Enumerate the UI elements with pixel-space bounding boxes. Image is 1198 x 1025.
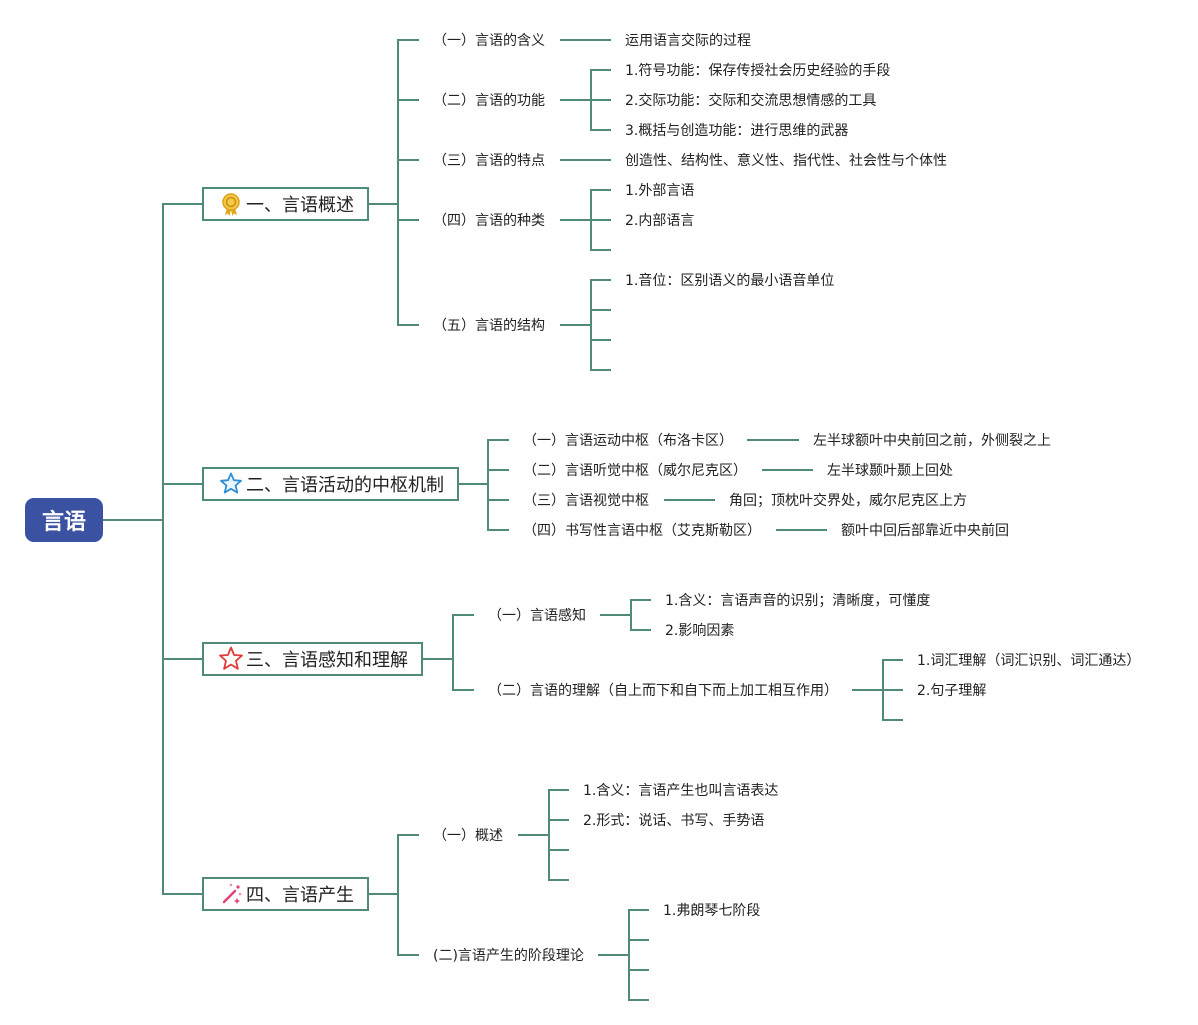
topic-label[interactable]: （三）言语视觉中枢 xyxy=(523,493,649,509)
topic-label[interactable]: （一）言语的含义 xyxy=(433,33,545,49)
leaf-label[interactable]: 创造性、结构性、意义性、指代性、社会性与个体性 xyxy=(625,153,947,169)
topic-label[interactable]: (二)言语产生的阶段理论 xyxy=(433,948,584,964)
leaf-label[interactable]: 左半球颞叶颞上回处 xyxy=(827,463,953,479)
leaf-label[interactable]: 额叶中回后部靠近中央前回 xyxy=(841,523,1009,539)
topic-label[interactable]: （四）言语的种类 xyxy=(433,213,545,229)
topic-label[interactable]: （一）言语感知 xyxy=(488,608,586,624)
section-node-4[interactable]: 四、言语产生 xyxy=(202,877,369,911)
topic-label[interactable]: （五）言语的结构 xyxy=(433,318,545,334)
leaf-label[interactable]: 1.含义：言语产生也叫言语表达 xyxy=(583,783,779,799)
leaf-label[interactable]: 1.外部言语 xyxy=(625,183,695,199)
topic-label[interactable]: （三）言语的特点 xyxy=(433,153,545,169)
section-title: 三、言语感知和理解 xyxy=(246,650,408,671)
section-title: 四、言语产生 xyxy=(246,885,354,906)
topic-label[interactable]: （一）言语运动中枢（布洛卡区） xyxy=(523,433,733,449)
topic-label[interactable]: （一）概述 xyxy=(433,828,503,844)
topic-label[interactable]: （二）言语的功能 xyxy=(433,93,545,109)
leaf-label[interactable]: 1.符号功能：保存传授社会历史经验的手段 xyxy=(625,63,891,79)
leaf-label[interactable]: 2.形式：说话、书写、手势语 xyxy=(583,813,765,829)
leaf-label[interactable]: 2.句子理解 xyxy=(917,683,987,699)
root-label: 言语 xyxy=(41,510,86,535)
magic-wand-icon xyxy=(218,881,244,907)
section-title: 一、言语概述 xyxy=(246,195,354,216)
leaf-label[interactable]: 1.含义：言语声音的识别；清晰度，可懂度 xyxy=(665,593,931,609)
medal-icon xyxy=(218,191,244,217)
section-node-3[interactable]: 三、言语感知和理解 xyxy=(202,642,423,676)
section-node-2[interactable]: 二、言语活动的中枢机制 xyxy=(202,467,459,501)
leaf-label[interactable]: 左半球额叶中央前回之前，外侧裂之上 xyxy=(813,433,1051,449)
section-title: 二、言语活动的中枢机制 xyxy=(246,475,444,496)
root-node[interactable]: 言语 xyxy=(25,498,103,542)
leaf-label[interactable]: 1.词汇理解（词汇识别、词汇通达） xyxy=(917,653,1141,669)
leaf-label[interactable]: 1.音位：区别语义的最小语音单位 xyxy=(625,273,835,289)
topic-label[interactable]: （四）书写性言语中枢（艾克斯勒区） xyxy=(523,523,761,539)
leaf-label[interactable]: 1.弗朗琴七阶段 xyxy=(663,903,761,919)
red-star-icon xyxy=(218,646,244,672)
leaf-label[interactable]: 运用语言交际的过程 xyxy=(625,33,751,49)
leaf-label[interactable]: 2.交际功能：交际和交流思想情感的工具 xyxy=(625,93,877,109)
leaf-label[interactable]: 2.内部语言 xyxy=(625,213,695,229)
blue-star-icon xyxy=(218,471,244,497)
leaf-label[interactable]: 3.概括与创造功能：进行思维的武器 xyxy=(625,123,849,139)
section-node-1[interactable]: 一、言语概述 xyxy=(202,187,369,221)
topic-label[interactable]: （二）言语听觉中枢（威尔尼克区） xyxy=(523,463,747,479)
leaf-label[interactable]: 2.影响因素 xyxy=(665,623,735,639)
leaf-label[interactable]: 角回；顶枕叶交界处，威尔尼克区上方 xyxy=(729,493,967,509)
topic-label[interactable]: （二）言语的理解（自上而下和自下而上加工相互作用） xyxy=(488,683,838,699)
